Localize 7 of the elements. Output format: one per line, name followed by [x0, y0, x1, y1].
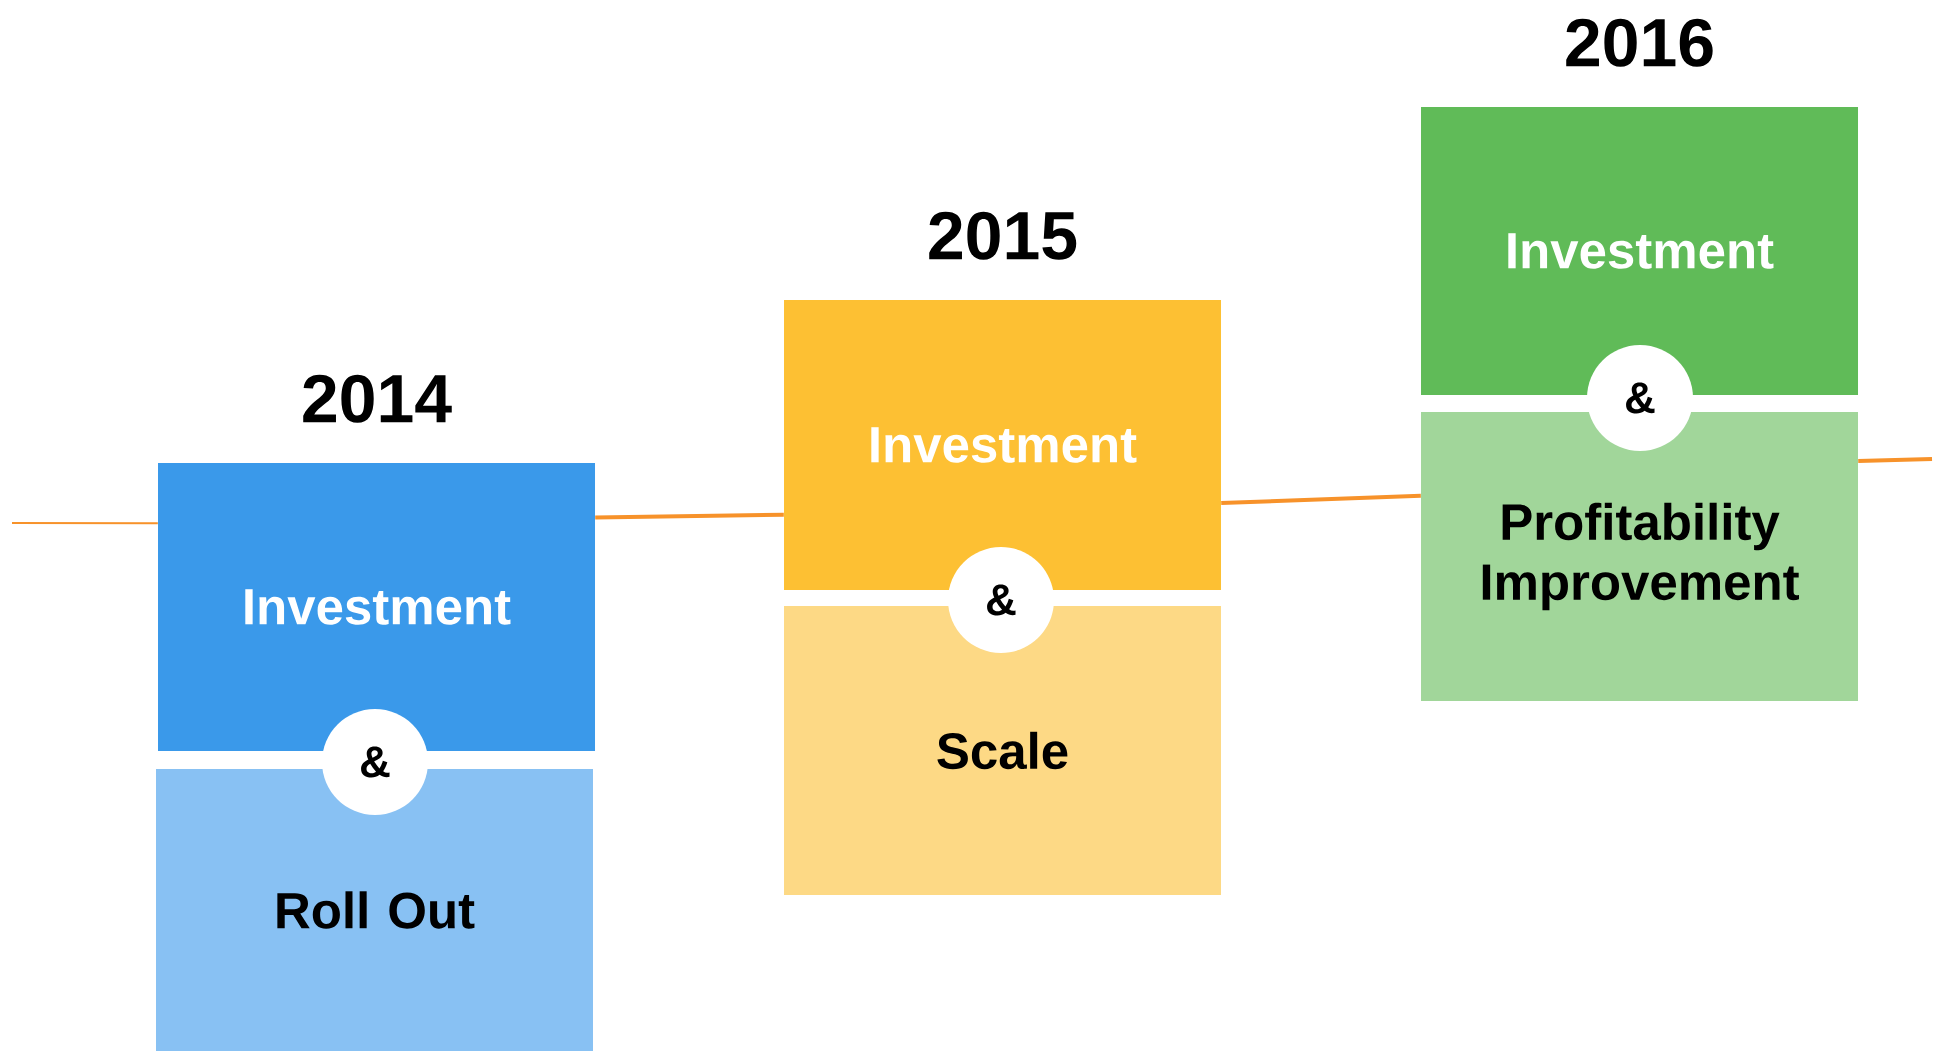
- trend-line: [11, 522, 159, 525]
- trend-line: [1221, 493, 1421, 506]
- year-label: 2014: [303, 374, 452, 423]
- trend-line: [595, 512, 784, 520]
- year-label: 2015: [929, 211, 1077, 260]
- trend-line: [1858, 457, 1933, 463]
- year-label: 2016: [1566, 18, 1713, 67]
